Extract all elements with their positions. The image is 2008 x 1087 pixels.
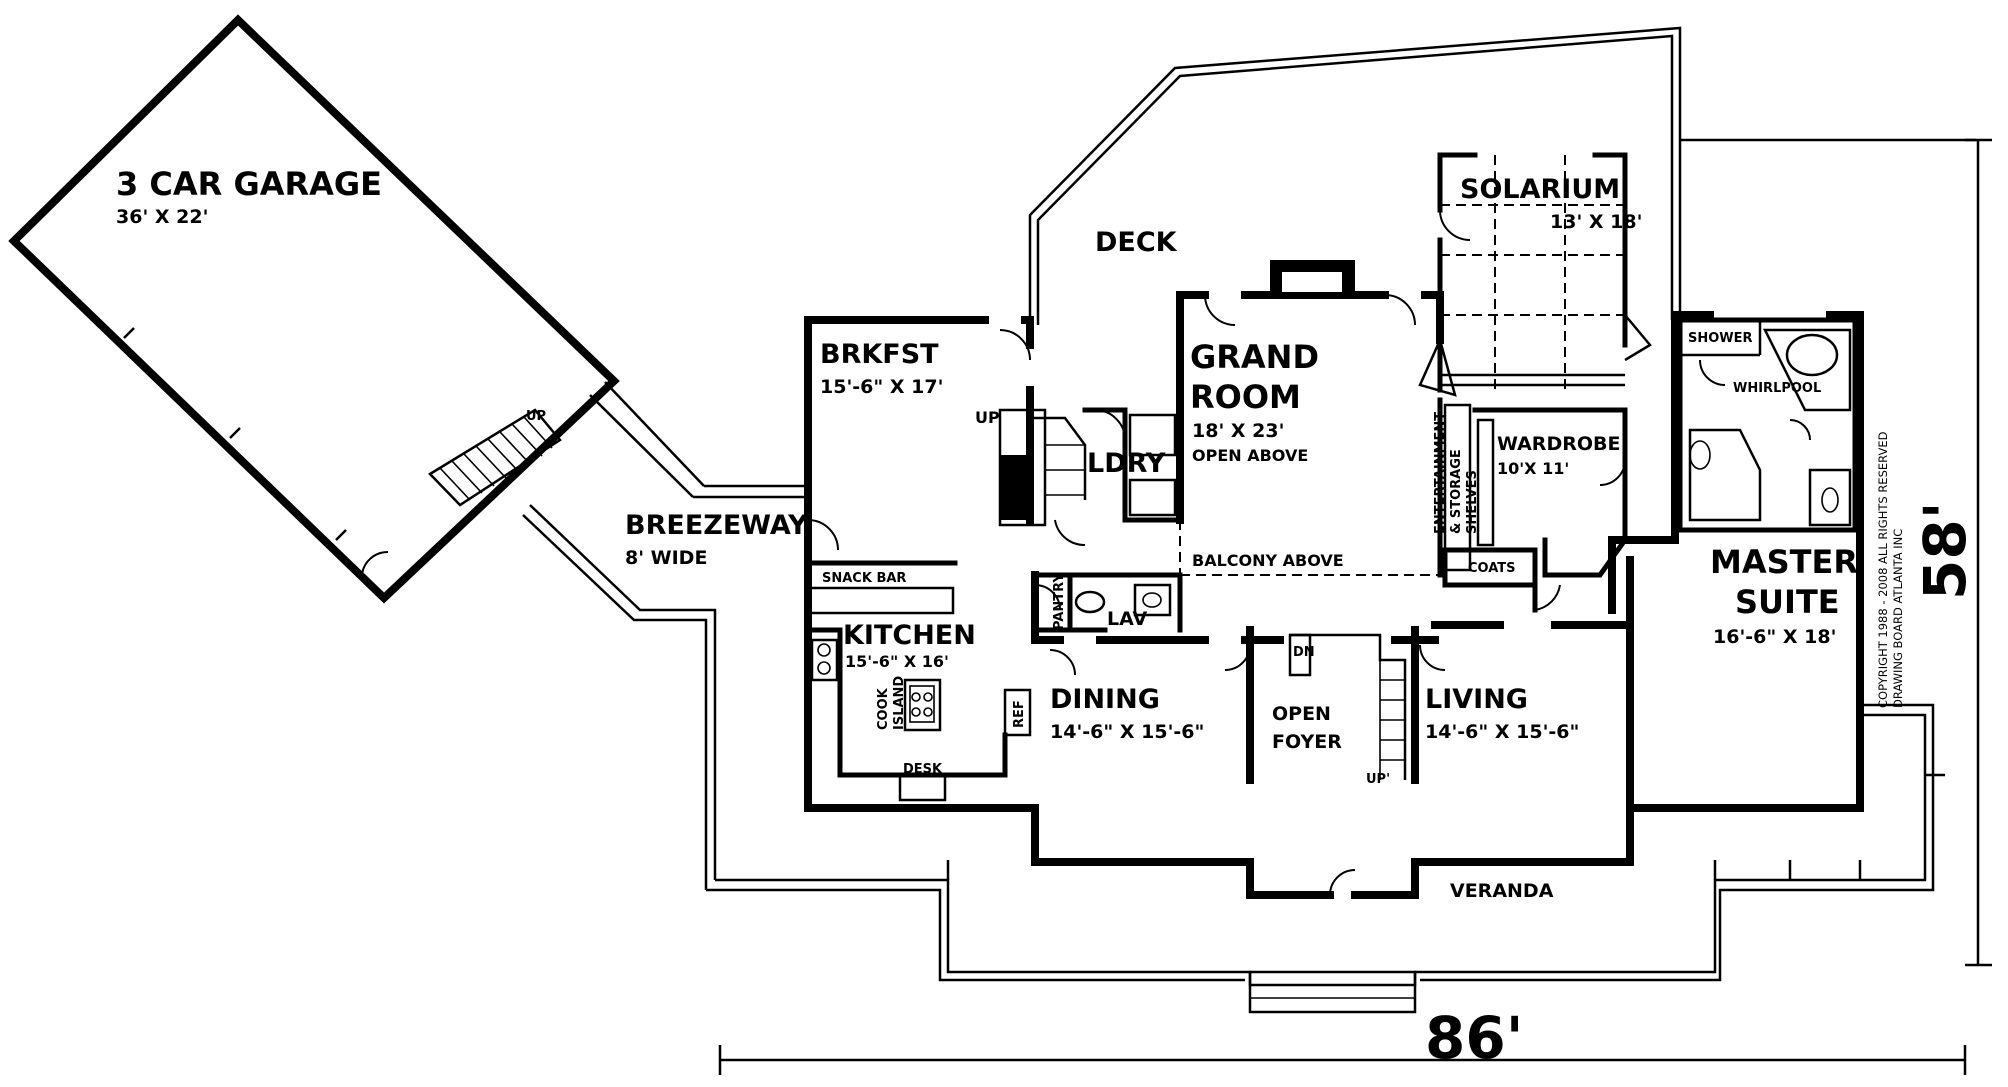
ref-label: REF	[1012, 700, 1027, 728]
shelves-label-2: & STORAGE	[1449, 449, 1464, 534]
dimension-lines	[718, 138, 1992, 1075]
kitchen-size: 15'-6" X 16'	[845, 652, 949, 671]
ldry-name: LDRY	[1087, 448, 1166, 479]
master-size: 16'-6" X 18'	[1713, 626, 1836, 648]
brkfst-size: 15'-6" X 17'	[820, 376, 943, 398]
master-name-2: SUITE	[1735, 583, 1840, 621]
shower-label: SHOWER	[1688, 331, 1753, 346]
garage-stair-treads	[439, 416, 553, 501]
desk-label: DESK	[903, 762, 943, 777]
balcony-label: BALCONY ABOVE	[1192, 551, 1344, 570]
master-name-1: MASTER	[1710, 543, 1858, 581]
copyright-line-2: DRAWING BOARD ATLANTA INC	[1891, 529, 1905, 708]
wardrobe-size: 10'X 11'	[1497, 459, 1569, 478]
veranda-outline	[706, 700, 1945, 1014]
living-name: LIVING	[1425, 684, 1528, 715]
wardrobe-name: WARDROBE	[1497, 433, 1620, 455]
dining-name: DINING	[1050, 684, 1160, 715]
up-label-garage: UP	[526, 409, 546, 424]
grand-room-name-1: GRAND	[1190, 338, 1319, 376]
dn-label-foyer: DN	[1293, 645, 1315, 660]
snack-bar-label: SNACK BAR	[822, 571, 906, 586]
cook-island-label-1: COOK	[876, 687, 891, 730]
veranda-name: VERANDA	[1450, 880, 1554, 902]
whirlpool-label: WHIRLPOOL	[1733, 381, 1821, 396]
foyer-name-2: FOYER	[1272, 731, 1342, 753]
shelves-label-1: ENTERTAINMENT	[1433, 412, 1448, 534]
lav-name: LAV	[1107, 608, 1148, 630]
cook-island-label-2: ISLAND	[892, 676, 907, 730]
width-dimension: 86'	[1425, 1004, 1523, 1072]
solarium-size: 13' X 18'	[1550, 211, 1642, 233]
interior-partitions	[805, 294, 1858, 896]
grand-room-size: 18' X 23'	[1192, 420, 1284, 442]
breezeway-walls	[522, 381, 839, 890]
copyright-line-1: COPYRIGHT 1988 - 2008 ALL RIGHTS RESERVE…	[1876, 431, 1890, 708]
deck-name: DECK	[1095, 227, 1178, 258]
coats-label: COATS	[1468, 561, 1516, 576]
room-labels: 3 CAR GARAGE 36' X 22' BREEZEWAY 8' WIDE…	[116, 165, 1858, 902]
foyer-name-1: OPEN	[1272, 703, 1331, 725]
grand-room-note: OPEN ABOVE	[1192, 446, 1308, 465]
dining-size: 14'-6" X 15'-6"	[1050, 721, 1204, 743]
copyright-notice: COPYRIGHT 1988 - 2008 ALL RIGHTS RESERVE…	[1876, 431, 1905, 708]
garage-name: 3 CAR GARAGE	[116, 165, 382, 203]
solarium-grid	[1418, 152, 1652, 397]
brkfst-name: BRKFST	[820, 339, 939, 370]
breezeway-name: BREEZEWAY	[625, 510, 808, 541]
feature-labels: SNACK BAR DESK COOK ISLAND REF PANTRY BA…	[526, 331, 1821, 787]
up-label-ldry: UP	[975, 408, 1000, 427]
pantry-label: PANTRY	[1052, 573, 1067, 630]
up-label-foyer: UP'	[1366, 772, 1390, 787]
kitchen-name: KITCHEN	[843, 620, 976, 651]
living-size: 14'-6" X 15'-6"	[1425, 721, 1579, 743]
grand-room-name-2: ROOM	[1190, 378, 1301, 416]
garage-walls	[8, 14, 620, 604]
solarium-name: SOLARIUM	[1460, 174, 1620, 205]
deck-outline	[1028, 26, 1976, 325]
breezeway-size: 8' WIDE	[625, 547, 707, 569]
garage-size: 36' X 22'	[116, 206, 208, 228]
shelves-label-3: SHELVES	[1465, 470, 1480, 534]
depth-dimension: 58'	[1911, 502, 1979, 600]
dimension-labels: 86' 58'	[1425, 502, 1979, 1072]
